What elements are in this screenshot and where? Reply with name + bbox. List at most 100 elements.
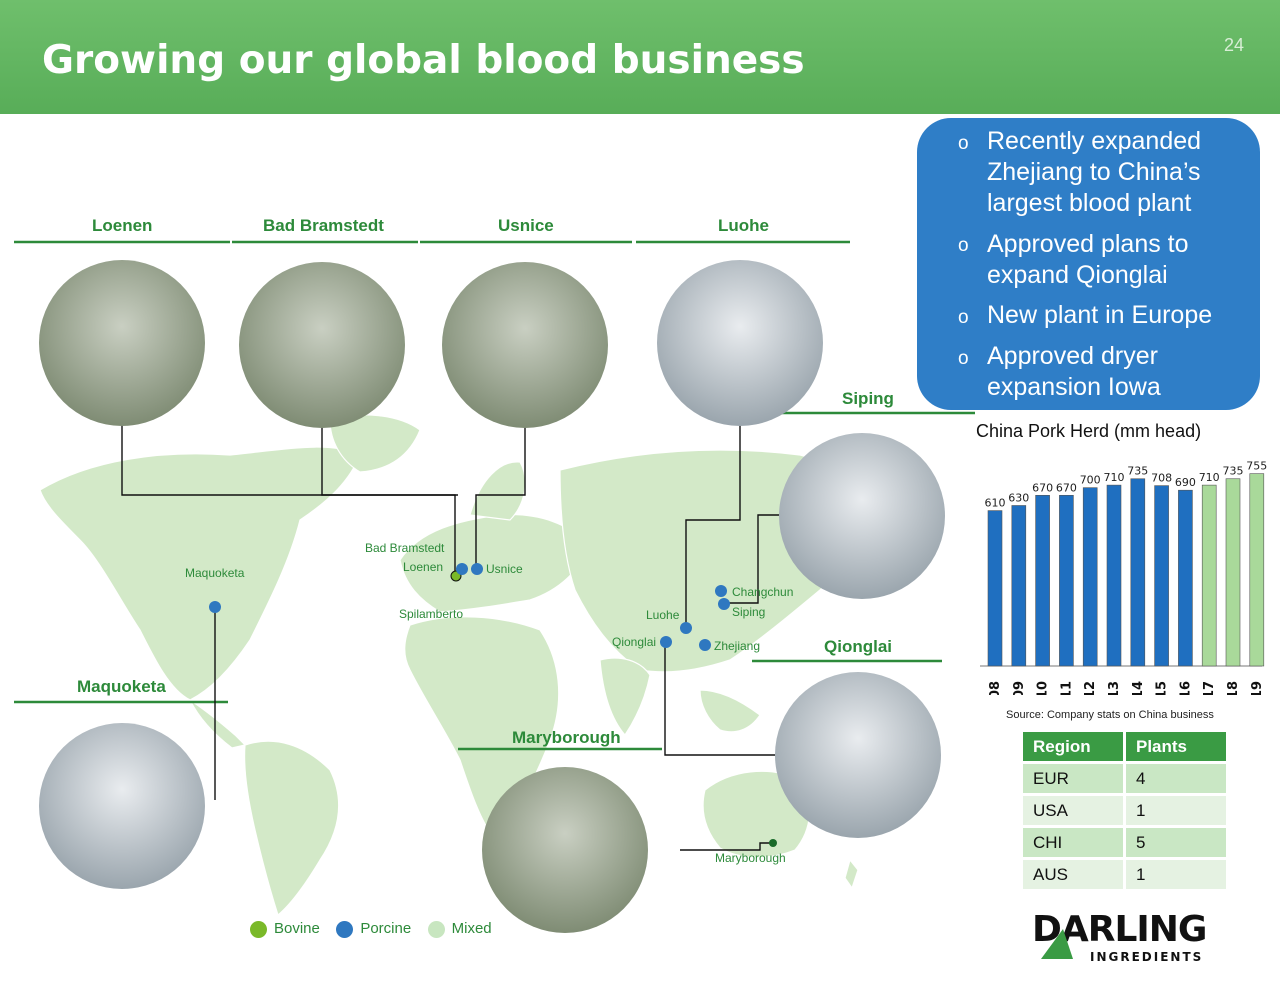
table-header-region: Region — [1023, 732, 1123, 761]
logo-sub: INGREDIENTS — [1090, 950, 1203, 964]
chart-bar-12 — [1082, 487, 1098, 667]
header-bar — [0, 0, 1280, 114]
india-shape — [599, 657, 651, 736]
dot-usnice — [471, 563, 483, 575]
chart-bar-17 — [1201, 484, 1217, 667]
chart-tick-label: 10 — [1036, 681, 1051, 695]
site-label-siping: Siping — [842, 389, 894, 408]
map-label-spilamberto: Spilamberto — [399, 607, 464, 621]
site-label-maquoketa: Maquoketa — [77, 677, 166, 696]
dot-bad-bramstedt — [456, 563, 468, 575]
table-cell-region: CHI — [1023, 828, 1123, 857]
photo-maquoketa — [39, 723, 205, 889]
pork-herd-chart: 6100863009670106701170012710137351470815… — [980, 460, 1267, 695]
site-label-loenen: Loenen — [92, 216, 153, 235]
site-photos — [39, 260, 945, 933]
table-header-row: Region Plants — [1023, 732, 1226, 761]
site-label-maryborough: Maryborough — [512, 728, 621, 747]
chart-tick-label: 17 — [1202, 681, 1217, 695]
chart-tick-label: 09 — [1012, 681, 1027, 695]
chart-data-label: 735 — [1127, 465, 1148, 478]
legend-label-bovine: Bovine — [274, 920, 320, 937]
map-label-luohe: Luohe — [646, 608, 680, 622]
chart-tick-label: 08 — [988, 681, 1003, 695]
photo-luohe — [657, 260, 823, 426]
scandinavia-shape — [469, 461, 526, 521]
bullet-1-line-2: Zhejiang to China’s — [987, 158, 1201, 186]
bullet-symbol-2: o — [958, 235, 969, 256]
legend-item-porcine: Porcine — [336, 920, 411, 938]
chart-tick-label: 15 — [1155, 681, 1170, 695]
photo-siping — [779, 433, 945, 599]
australia-shape — [702, 770, 811, 858]
dot-qionglai — [660, 636, 672, 648]
site-label-bad-bramstedt: Bad Bramstedt — [263, 216, 384, 235]
legend-dot-porcine — [336, 920, 354, 938]
legend-item-bovine: Bovine — [250, 920, 320, 938]
north-america-shape — [39, 446, 361, 701]
table-row: USA 1 — [1023, 796, 1226, 825]
site-underlines — [14, 240, 975, 751]
chart-data-label: 700 — [1080, 474, 1101, 487]
bullet-1-line-3: largest blood plant — [987, 189, 1192, 217]
chart-bar-16 — [1178, 489, 1193, 667]
legend-label-porcine: Porcine — [360, 920, 412, 937]
chart-tick-label: 18 — [1226, 681, 1241, 695]
bullet-2-line-2: expand Qionglai — [987, 261, 1168, 289]
chart-data-label: 670 — [1056, 481, 1077, 494]
dot-zhejiang — [699, 639, 711, 651]
darling-ingredients-logo: DARLING INGREDIENTS — [1032, 909, 1207, 964]
chart-tick-label: 19 — [1250, 681, 1265, 695]
photo-loenen — [39, 260, 205, 426]
legend-dot-bovine — [250, 920, 267, 938]
chart-bars: 6100863009670106701170012710137351470815… — [980, 460, 1267, 695]
page-number: 24 — [1224, 35, 1245, 55]
chart-tick-label: 13 — [1107, 681, 1122, 695]
greenland-shape — [329, 414, 421, 473]
legend-item-mixed: Mixed — [427, 920, 492, 938]
chart-bar-14 — [1130, 478, 1146, 667]
table-row: CHI 5 — [1023, 828, 1226, 857]
map-label-maryborough: Maryborough — [715, 851, 786, 865]
bullet-4-line-1: Approved dryer — [987, 342, 1158, 370]
table-cell-plants: 5 — [1126, 828, 1226, 857]
table-cell-region: USA — [1023, 796, 1123, 825]
central-america-shape — [188, 698, 247, 749]
map-label-zhejiang: Zhejiang — [714, 639, 761, 653]
bullet-1-line-1: Recently expanded — [987, 127, 1202, 155]
legend-dot-mixed — [427, 920, 445, 938]
chart-bar-11 — [1059, 494, 1074, 667]
map-legend: Bovine Porcine Mixed — [250, 920, 504, 938]
chart-tick-label: 11 — [1059, 681, 1074, 695]
bullet-4-line-2: expansion Iowa — [987, 373, 1161, 401]
chart-bar-08 — [987, 510, 1003, 667]
connector-lines — [121, 410, 790, 851]
table-cell-region: EUR — [1023, 764, 1123, 793]
chart-data-label: 755 — [1246, 460, 1267, 473]
site-label-luohe: Luohe — [718, 216, 769, 235]
table-row: AUS 1 — [1023, 860, 1226, 889]
map-label-qionglai: Qionglai — [612, 635, 657, 649]
bullet-4: Approved dryer expansion Iowa — [987, 341, 1161, 403]
chart-data-label: 735 — [1223, 465, 1244, 478]
chart-title: China Pork Herd (mm head) — [976, 421, 1202, 441]
plant-dots — [209, 563, 777, 847]
bullet-3: New plant in Europe — [987, 300, 1212, 331]
chart-source: Source: Company stats on China business — [1006, 709, 1214, 721]
bullet-symbol-4: o — [958, 348, 969, 369]
chart-bar-19 — [1249, 473, 1265, 667]
photo-maryborough — [482, 767, 648, 933]
highlights-callout — [917, 118, 1260, 410]
southeast-asia-shape — [699, 689, 761, 733]
dot-maquoketa — [209, 601, 221, 613]
chart-data-label: 670 — [1032, 481, 1053, 494]
bullet-symbol-1: o — [958, 133, 969, 154]
chart-data-label: 710 — [1199, 471, 1220, 484]
map-label-changchun: Changchun — [732, 585, 794, 599]
photo-qionglai — [775, 672, 941, 838]
dot-changchun — [715, 585, 727, 597]
chart-data-label: 630 — [1008, 491, 1029, 504]
chart-tick-label: 14 — [1131, 681, 1146, 695]
chart-tick-label: 16 — [1178, 681, 1193, 695]
new-zealand-shape — [844, 858, 859, 890]
